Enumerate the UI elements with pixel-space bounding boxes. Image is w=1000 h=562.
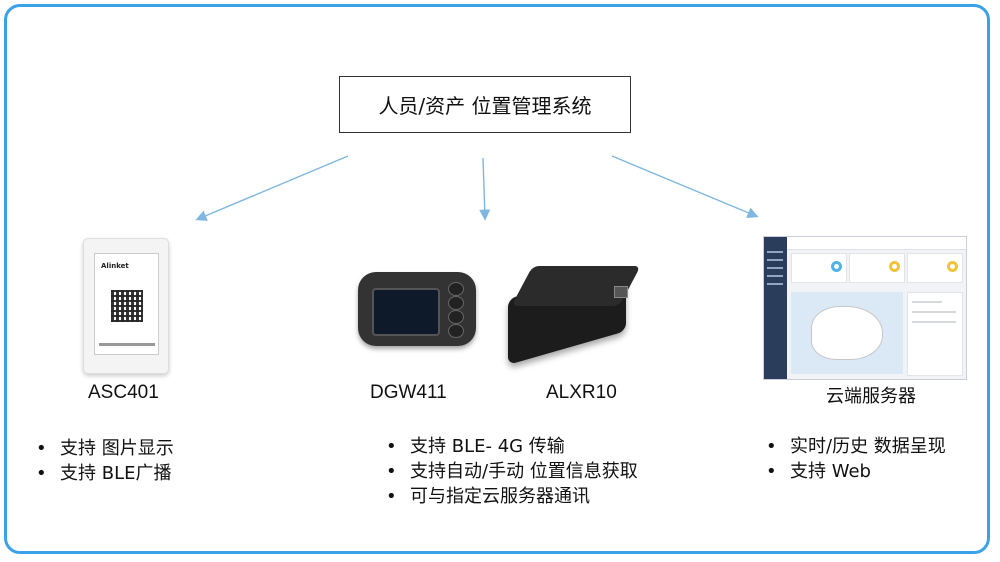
map-panel: [791, 292, 903, 374]
device-screen: [372, 288, 440, 336]
list-item: 实时/历史 数据呈现: [764, 434, 946, 459]
dgw411-device-image: [358, 272, 476, 346]
qr-code-icon: [111, 290, 143, 322]
arrow-right: [611, 155, 759, 218]
device-label-dgw411: DGW411: [370, 382, 447, 403]
device-label-asc401: ASC401: [88, 382, 159, 403]
device-label-alxr10: ALXR10: [546, 382, 617, 403]
ethernet-port-icon: [614, 286, 628, 298]
list-item: 可与指定云服务器通讯: [384, 484, 638, 509]
arrow-left: [195, 155, 349, 221]
system-title: 人员/资产 位置管理系统: [339, 76, 631, 133]
outer-frame: [4, 4, 990, 554]
gateway-feature-list: 支持 BLE- 4G 传输 支持自动/手动 位置信息获取 可与指定云服务器通讯: [384, 434, 638, 509]
list-item: 支持 BLE- 4G 传输: [384, 434, 638, 459]
cloud-feature-list: 实时/历史 数据呈现 支持 Web: [764, 434, 946, 484]
asc401-device-image: Alinket: [83, 238, 169, 374]
list-item: 支持 图片显示: [34, 436, 174, 461]
alxr10-device-image: [508, 262, 641, 365]
list-item: 支持 BLE广播: [34, 461, 174, 486]
device-label-cloud-server: 云端服务器: [826, 386, 916, 407]
badge-brand-logo: Alinket: [101, 262, 129, 270]
asc401-feature-list: 支持 图片显示 支持 BLE广播: [34, 436, 174, 486]
cloud-dashboard-image: [763, 236, 967, 380]
arrow-center: [479, 157, 491, 221]
list-item: 支持 Web: [764, 459, 946, 484]
list-item: 支持自动/手动 位置信息获取: [384, 459, 638, 484]
